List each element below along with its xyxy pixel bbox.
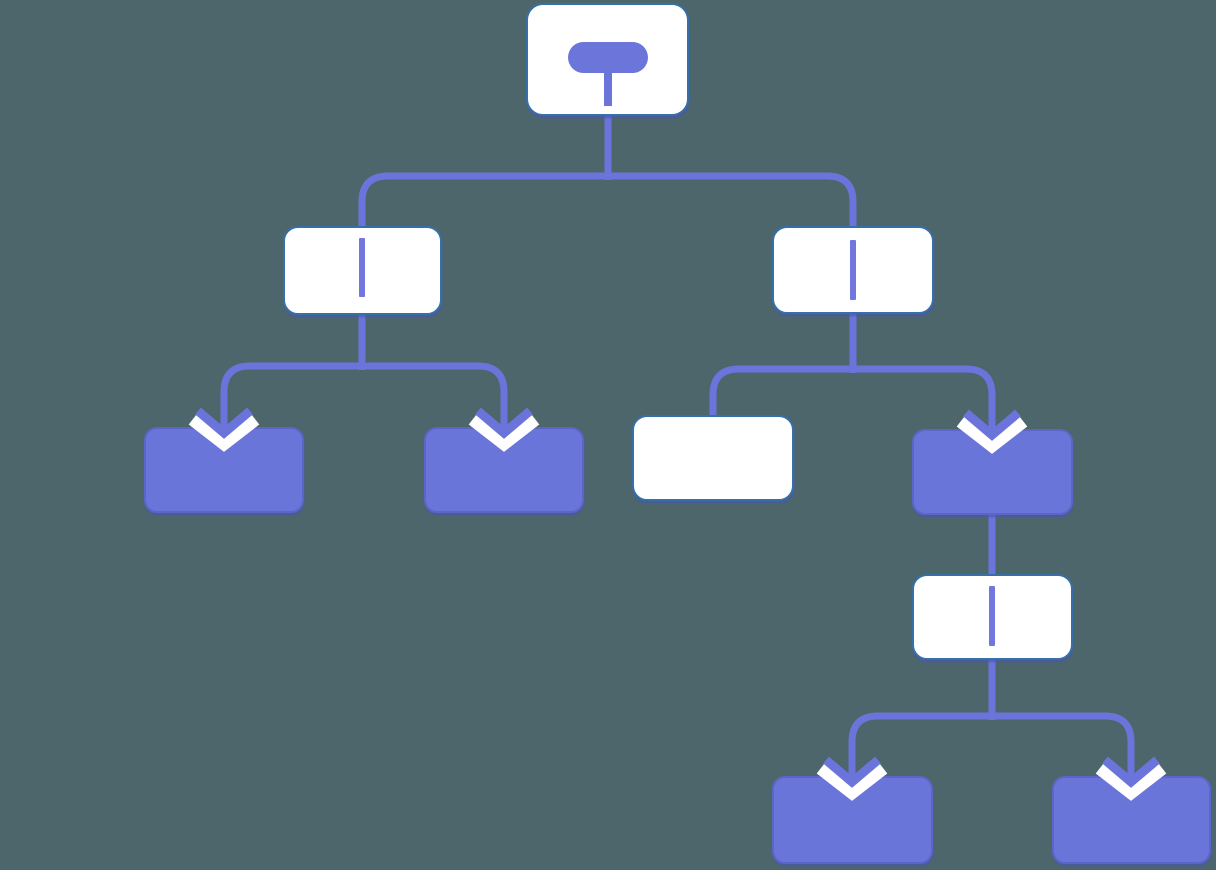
- root-pill-glyph: [568, 42, 648, 73]
- text-cursor: [989, 586, 995, 646]
- arrowhead-into-l3-1: [188, 407, 260, 452]
- node-l3-3[interactable]: [632, 415, 794, 501]
- arrowhead-into-l3-4: [956, 409, 1028, 454]
- connector-tier2-right-branch[interactable]: [709, 365, 996, 439]
- chevron-down-white-icon: [1095, 762, 1167, 801]
- arrowhead-into-l3-2: [468, 407, 540, 452]
- arrowhead-layer: [188, 407, 1167, 801]
- chevron-down-white-icon: [468, 413, 540, 452]
- chevron-down-white-icon: [188, 413, 260, 452]
- connector-tier3-branch[interactable]: [848, 712, 1135, 786]
- chevron-down-white-icon: [816, 762, 888, 801]
- arrowhead-into-l5-2: [1095, 756, 1167, 801]
- connector-tier1-branch[interactable]: [358, 172, 857, 227]
- chevron-down-icon: [963, 409, 1021, 441]
- chevron-down-icon: [195, 407, 253, 439]
- connector-tier2-left-branch[interactable]: [220, 362, 508, 437]
- chevron-down-icon: [475, 407, 533, 439]
- text-cursor: [359, 238, 365, 297]
- text-cursor: [850, 240, 856, 300]
- connector-layer: [220, 115, 1135, 786]
- chevron-down-white-icon: [956, 415, 1028, 454]
- chevron-down-icon: [823, 756, 881, 788]
- arrowhead-into-l5-1: [816, 756, 888, 801]
- node-layer: [144, 3, 1211, 864]
- chevron-down-icon: [1102, 756, 1160, 788]
- root-pill-stem: [604, 60, 612, 106]
